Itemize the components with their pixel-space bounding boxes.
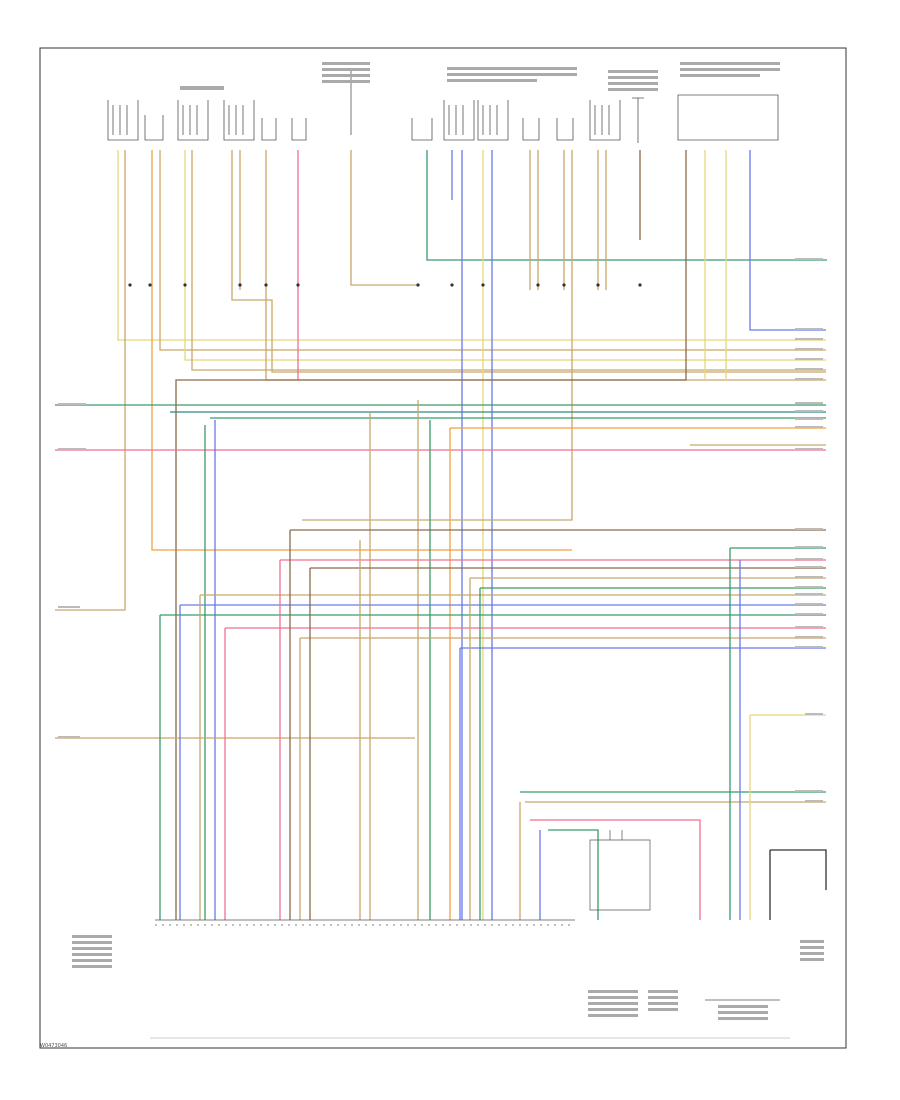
lower-vertical-wires xyxy=(159,530,827,920)
bottom-connector-row xyxy=(150,830,790,1039)
diagram-frame xyxy=(39,47,847,1049)
right-wire-labels xyxy=(58,258,823,802)
top-vertical-wires xyxy=(55,150,827,920)
label-stubs xyxy=(180,62,780,91)
horizontal-bus-wires xyxy=(55,400,826,920)
top-connectors xyxy=(107,69,779,143)
splice-dots xyxy=(128,283,642,287)
bottom-component-labels xyxy=(72,935,824,1020)
mid-bundle-wires xyxy=(55,529,826,803)
figure-code: W0473046 xyxy=(40,1043,68,1049)
